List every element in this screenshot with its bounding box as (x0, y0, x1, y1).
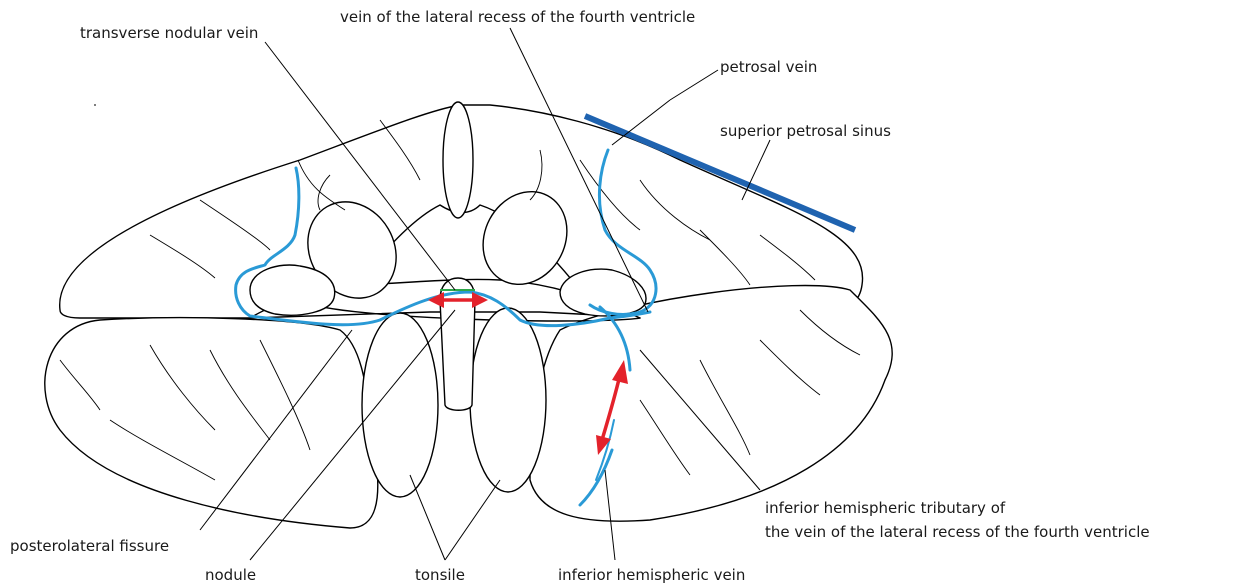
label-petrosal-vein: petrosal vein (720, 58, 817, 76)
nodule-shape (440, 278, 475, 410)
label-inferior-hemispheric-tributary-1: inferior hemispheric tributary of (765, 499, 1006, 517)
stray-dot (94, 104, 96, 106)
left-tonsil (362, 313, 438, 497)
label-tonsile: tonsile (415, 566, 465, 584)
label-superior-petrosal-sinus: superior petrosal sinus (720, 122, 891, 140)
left-flocculus (250, 265, 335, 315)
label-vein-lateral-recess: vein of the lateral recess of the fourth… (340, 8, 695, 26)
right-tonsil (470, 308, 546, 492)
left-hemisphere (45, 318, 378, 528)
label-nodule: nodule (205, 566, 256, 584)
label-inferior-hemispheric-tributary-2: the vein of the lateral recess of the fo… (765, 523, 1150, 541)
label-inferior-hemispheric-vein: inferior hemispheric vein (558, 566, 745, 584)
vermis (443, 102, 473, 218)
label-posterolateral-fissure: posterolateral fissure (10, 537, 169, 555)
label-transverse-nodular-vein: transverse nodular vein (80, 24, 258, 42)
